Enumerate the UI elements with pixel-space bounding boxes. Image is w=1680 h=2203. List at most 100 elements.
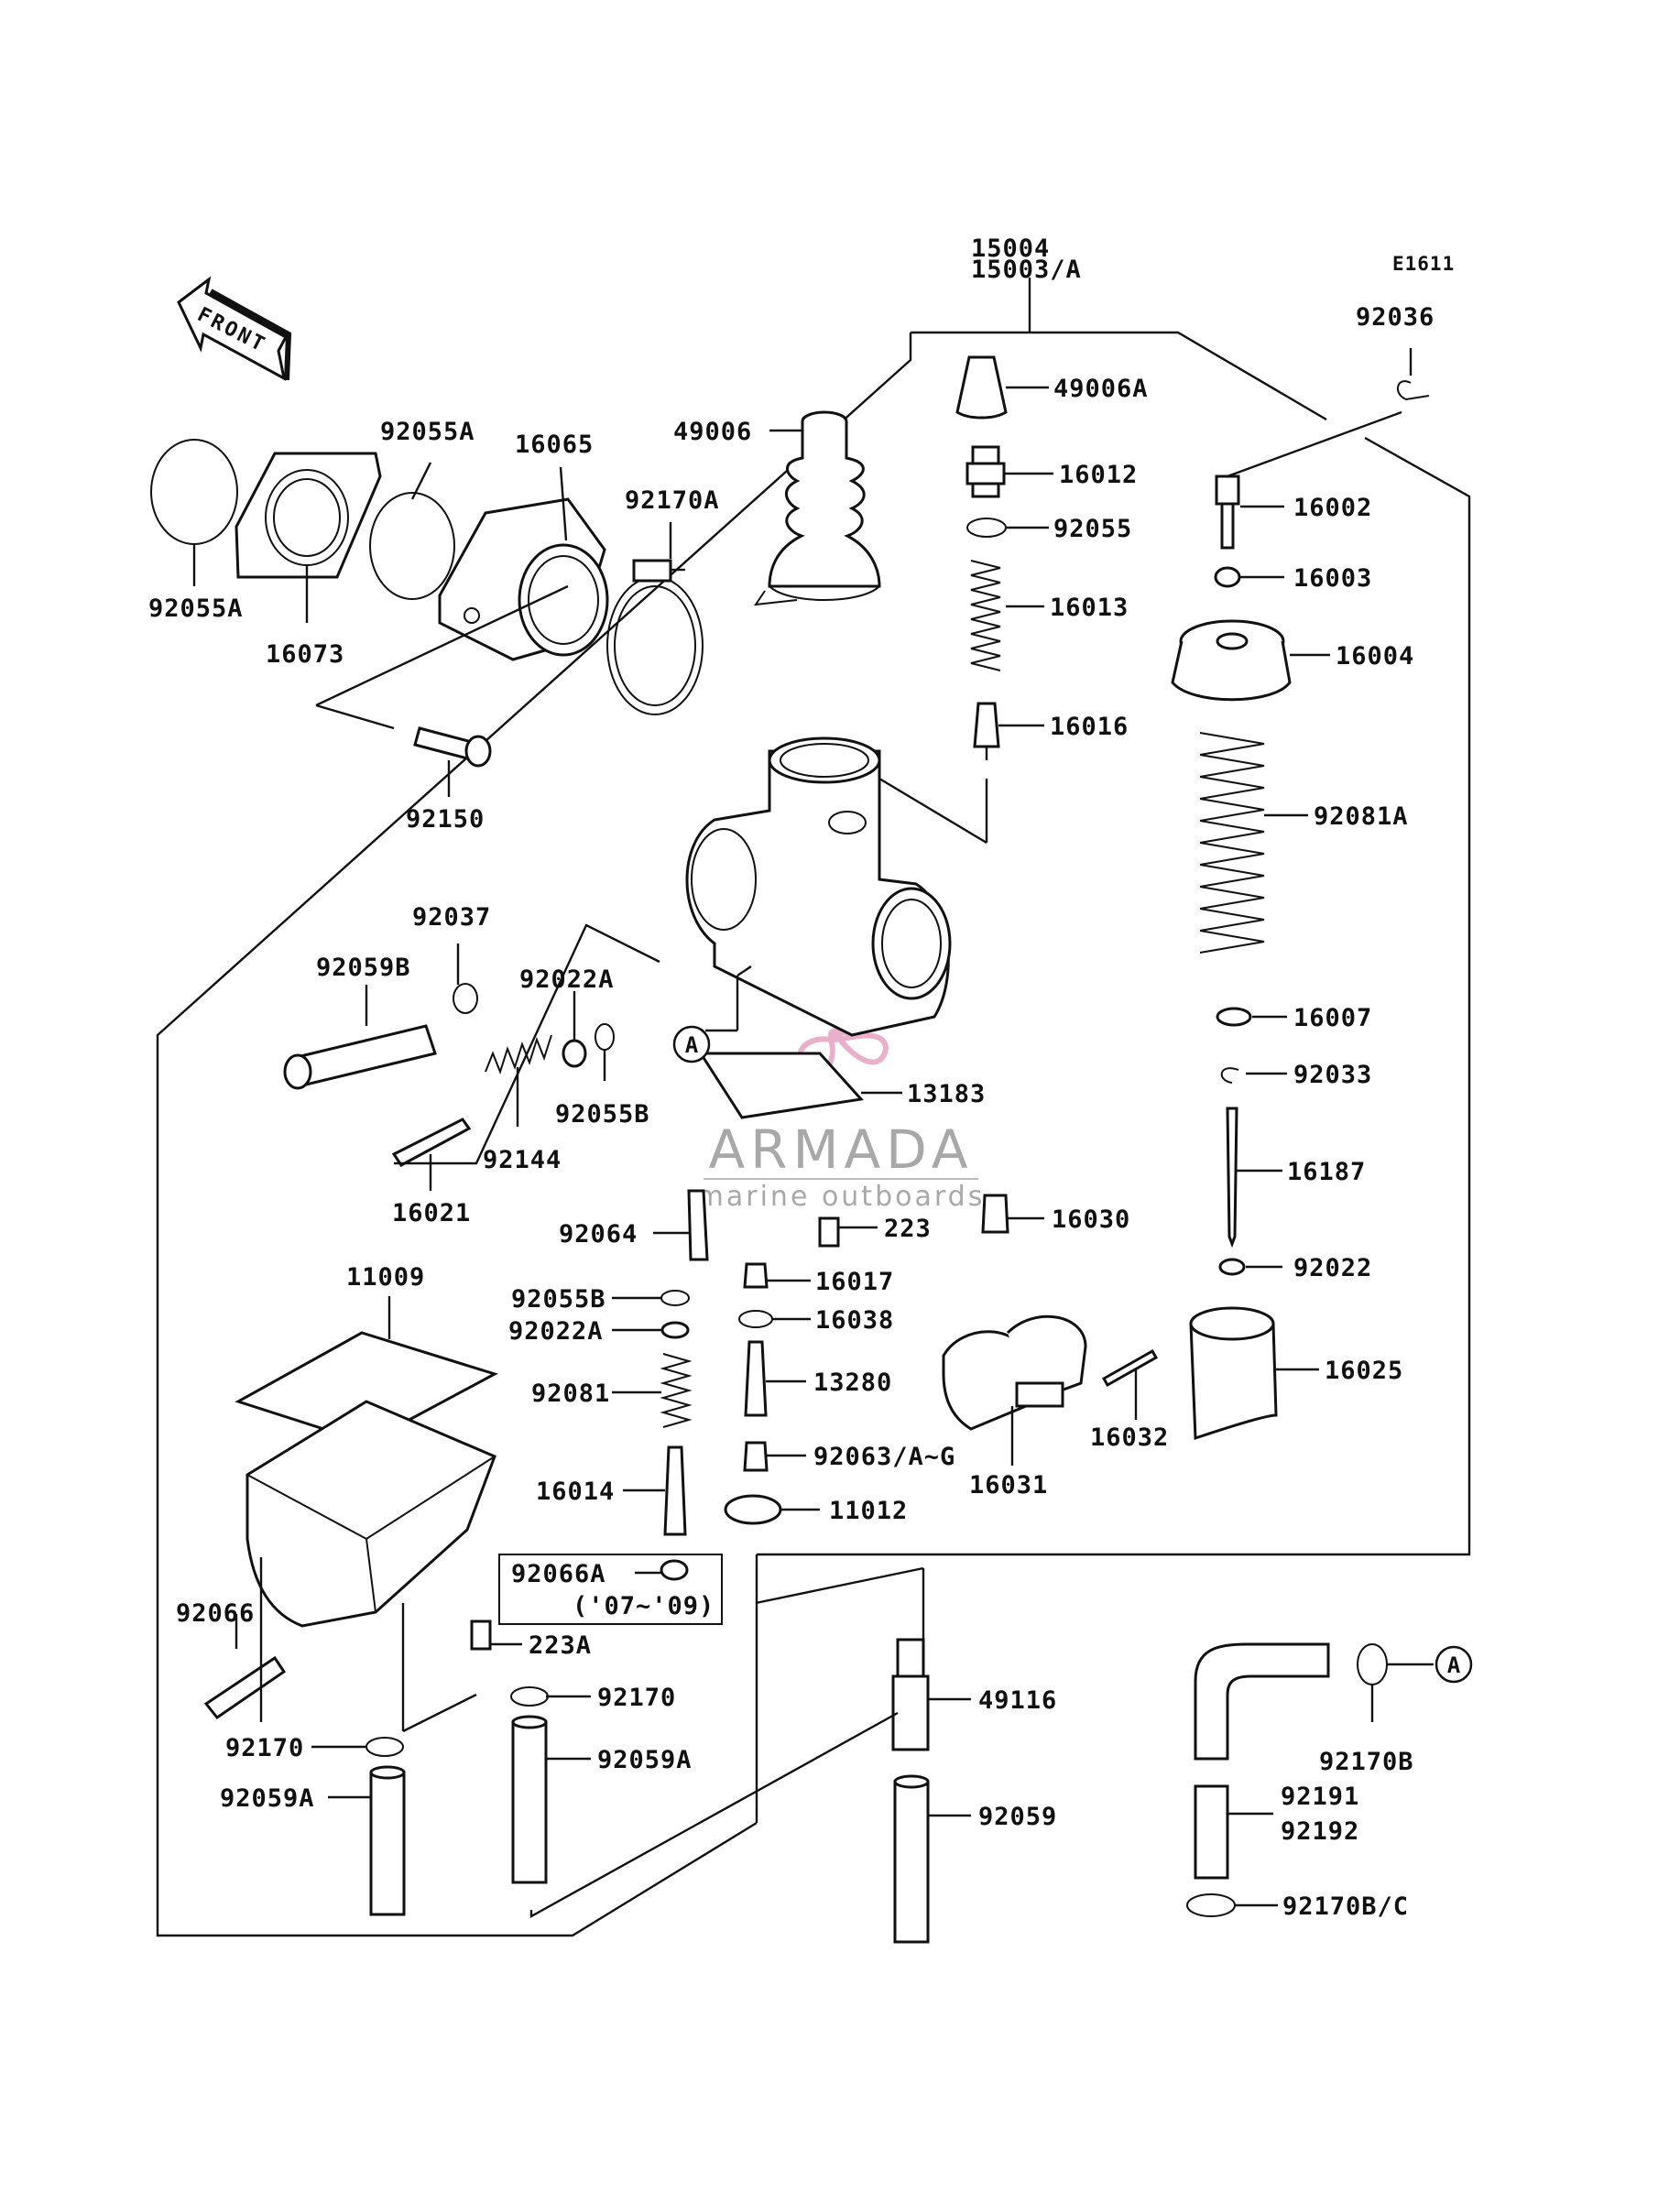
label-13280: 13280 bbox=[813, 1369, 892, 1397]
plug-92066a bbox=[660, 1559, 689, 1581]
label-16073: 16073 bbox=[266, 640, 344, 669]
throttle-valve-16025 bbox=[1189, 1306, 1278, 1441]
clamp-92170b bbox=[1357, 1643, 1388, 1685]
float-bowl-11009 bbox=[235, 1331, 498, 1628]
needle-16187 bbox=[1226, 1107, 1238, 1249]
jet-92064 bbox=[687, 1189, 709, 1261]
clamp-92170bc bbox=[1186, 1893, 1236, 1917]
label-49116: 49116 bbox=[978, 1686, 1057, 1715]
cap-49006a bbox=[955, 355, 1008, 420]
label-92170-right: 92170 bbox=[597, 1684, 676, 1712]
label-16025: 16025 bbox=[1325, 1357, 1403, 1385]
label-16065: 16065 bbox=[515, 431, 594, 459]
clip-92037 bbox=[453, 983, 478, 1014]
label-92066: 92066 bbox=[176, 1599, 255, 1628]
nut-16003 bbox=[1214, 566, 1241, 588]
label-49006: 49006 bbox=[673, 418, 752, 446]
clip-92033 bbox=[1220, 1067, 1239, 1084]
label-16021: 16021 bbox=[392, 1199, 471, 1227]
label-92022: 92022 bbox=[1293, 1254, 1372, 1282]
label-92170-left: 92170 bbox=[225, 1734, 304, 1762]
spring-92081a bbox=[1199, 732, 1265, 954]
screw-16002 bbox=[1215, 474, 1240, 550]
label-92064: 92064 bbox=[559, 1220, 638, 1249]
float-16031 bbox=[942, 1314, 1087, 1431]
o-ring-16038 bbox=[738, 1310, 773, 1328]
label-92059b: 92059B bbox=[316, 954, 411, 982]
label-92055: 92055 bbox=[1053, 515, 1132, 543]
svg-text:A: A bbox=[685, 1032, 699, 1058]
screw-16014 bbox=[663, 1445, 687, 1536]
label-92055b-top: 92055B bbox=[555, 1100, 650, 1129]
hose-92059a-right bbox=[511, 1715, 548, 1884]
spring-92081 bbox=[660, 1353, 693, 1428]
label-92150: 92150 bbox=[406, 805, 485, 834]
leader-lines bbox=[192, 348, 1434, 1919]
front-arrow-icon: FRONT bbox=[177, 276, 292, 381]
label-92066a: 92066A bbox=[511, 1560, 606, 1588]
label-92170b: 92170B bbox=[1319, 1748, 1414, 1776]
jet-92063 bbox=[743, 1441, 769, 1472]
spring-16013 bbox=[970, 560, 1001, 671]
clamp-92170-left bbox=[365, 1737, 404, 1757]
label-11009: 11009 bbox=[346, 1263, 425, 1292]
label-16030: 16030 bbox=[1052, 1205, 1130, 1234]
assembly-outline bbox=[156, 331, 1471, 1937]
label-16016: 16016 bbox=[1050, 713, 1129, 741]
watermark-tagline: marine outboards bbox=[697, 1181, 986, 1213]
ref-marker-a-right: A bbox=[1435, 1645, 1473, 1684]
hose-92059a-left bbox=[369, 1765, 406, 1916]
carburetor-body bbox=[685, 736, 952, 1037]
label-92192: 92192 bbox=[1281, 1817, 1359, 1846]
screw-92066 bbox=[203, 1655, 287, 1720]
label-223a: 223A bbox=[529, 1631, 592, 1660]
clamp-92170-right bbox=[510, 1686, 549, 1707]
gasket-11012 bbox=[724, 1494, 782, 1525]
label-92144: 92144 bbox=[483, 1146, 562, 1174]
washer-92022 bbox=[1218, 1258, 1246, 1276]
label-16014: 16014 bbox=[536, 1478, 615, 1506]
label-92055a-top: 92055A bbox=[380, 418, 475, 446]
screw-223 bbox=[818, 1216, 840, 1248]
screw-223a bbox=[470, 1620, 492, 1651]
label-92055b-mid: 92055B bbox=[511, 1285, 606, 1314]
o-ring-92055 bbox=[966, 518, 1007, 538]
label-11012: 11012 bbox=[829, 1497, 908, 1525]
holder-16016 bbox=[973, 702, 1000, 760]
label-13183: 13183 bbox=[907, 1080, 986, 1108]
washer-92022a-top bbox=[562, 1039, 587, 1068]
label-16003: 16003 bbox=[1293, 564, 1372, 593]
screw-16021 bbox=[391, 1118, 472, 1167]
label-92036: 92036 bbox=[1356, 303, 1435, 332]
label-92081: 92081 bbox=[531, 1380, 610, 1408]
ref-marker-a-left: A bbox=[672, 1025, 711, 1063]
fitting-49116 bbox=[891, 1638, 930, 1751]
adjuster-16012 bbox=[965, 445, 1006, 498]
label-16012: 16012 bbox=[1059, 461, 1138, 489]
label-15003a: 15003/A bbox=[971, 256, 1082, 284]
label-49006a: 49006A bbox=[1053, 375, 1149, 403]
label-92170bc: 92170B/C bbox=[1282, 1892, 1409, 1921]
label-92022a-top: 92022A bbox=[519, 965, 615, 994]
hose-92059 bbox=[893, 1774, 930, 1944]
pin-16032 bbox=[1101, 1348, 1159, 1388]
label-16187: 16187 bbox=[1287, 1158, 1366, 1186]
gasket-13183 bbox=[698, 1052, 864, 1119]
label-92022a-mid: 92022A bbox=[508, 1317, 604, 1346]
label-92059a-right: 92059A bbox=[597, 1746, 693, 1774]
part-16030 bbox=[981, 1194, 1009, 1234]
o-ring-92055a-right bbox=[369, 492, 455, 600]
top-cap-16004 bbox=[1171, 619, 1292, 702]
hose-92191-92192 bbox=[1194, 1642, 1330, 1880]
jet-16017 bbox=[743, 1262, 769, 1289]
svg-text:A: A bbox=[1447, 1652, 1461, 1678]
label-92055a-left: 92055A bbox=[148, 594, 244, 623]
label-16017: 16017 bbox=[815, 1268, 894, 1296]
rubber-boot-49006 bbox=[753, 410, 881, 606]
tube-92059b bbox=[283, 1024, 437, 1090]
label-92063: 92063/A~G bbox=[813, 1443, 955, 1471]
carb-holder-16065 bbox=[438, 497, 609, 661]
label-16038: 16038 bbox=[815, 1306, 894, 1335]
label-92170a: 92170A bbox=[625, 486, 720, 515]
